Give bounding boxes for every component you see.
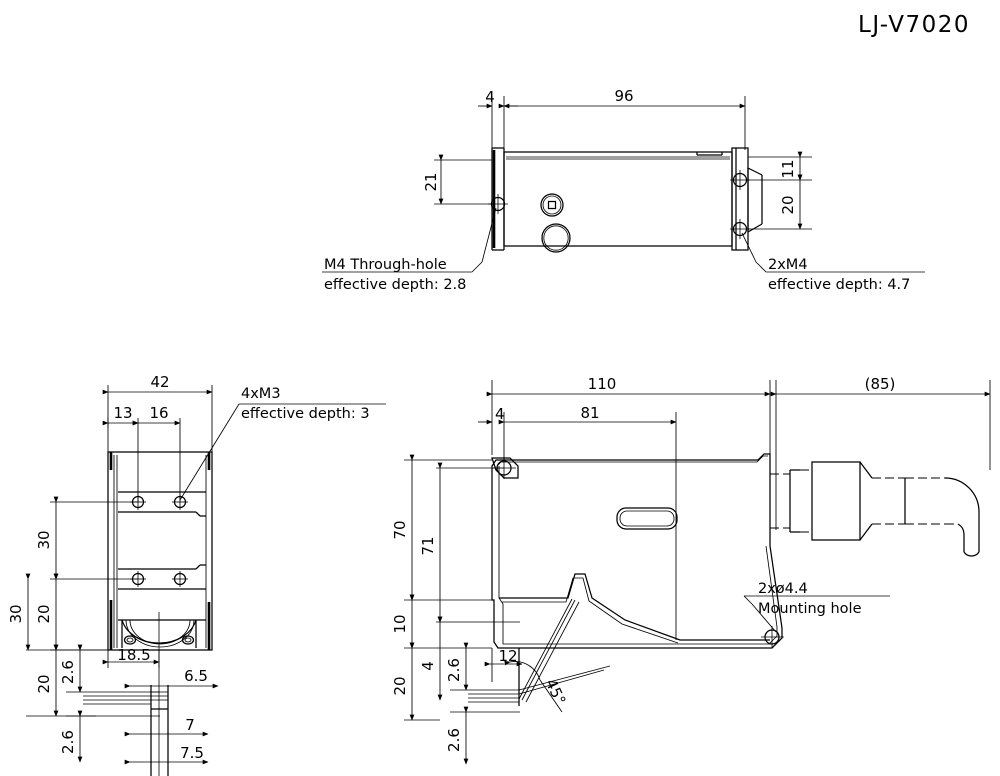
front-dim-42: 42 <box>150 373 169 391</box>
side-dim-26-a: 2.6 <box>445 658 463 682</box>
top-view-group: 4 96 <box>322 87 925 293</box>
front-dim-30-left: 30 <box>7 604 25 623</box>
front-dim-75: 7.5 <box>180 744 204 762</box>
side-dim-85: (85) <box>865 375 896 393</box>
front-dim-185: 18.5 <box>117 646 150 664</box>
side-dim-110: 110 <box>588 375 617 393</box>
side-dim-4-top: 4 <box>495 405 505 423</box>
front-dim-26-b: 2.6 <box>59 730 77 754</box>
front-dim-20-lower: 20 <box>35 604 53 623</box>
side-dim-20: 20 <box>391 676 409 695</box>
front-dim-20-below: 20 <box>35 674 53 693</box>
side-dim-26-b: 2.6 <box>445 728 463 752</box>
top-dim-21: 21 <box>422 172 440 191</box>
top-note-right-line2: effective depth: 4.7 <box>768 277 910 293</box>
front-view-group: 42 13 16 <box>7 373 386 776</box>
drawing-title: LJ-V7020 <box>858 12 970 38</box>
side-dim-81: 81 <box>580 404 599 422</box>
side-note-line2: Mounting hole <box>758 601 862 617</box>
side-note-line1: 2xø4.4 <box>758 581 808 597</box>
front-dim-65: 6.5 <box>184 667 208 685</box>
front-note-line1: 4xM3 <box>241 386 281 402</box>
top-note-left-line1: M4 Through-hole <box>324 257 447 273</box>
top-dim-11: 11 <box>779 159 797 178</box>
front-dim-26-a: 2.6 <box>59 660 77 684</box>
side-dim-12: 12 <box>498 647 517 665</box>
top-dim-4: 4 <box>485 88 495 106</box>
front-dim-30-upper: 30 <box>35 530 53 549</box>
top-note-left-line2: effective depth: 2.8 <box>324 277 466 293</box>
front-note-line2: effective depth: 3 <box>241 406 370 422</box>
front-dim-7: 7 <box>185 716 195 734</box>
side-dim-10: 10 <box>391 614 409 633</box>
top-note-right-line1: 2xM4 <box>768 257 808 273</box>
side-dim-70: 70 <box>391 520 409 539</box>
side-view-group: 110 (85) 4 81 <box>391 375 991 765</box>
top-dim-20: 20 <box>779 195 797 214</box>
front-dim-13: 13 <box>113 404 132 422</box>
top-dim-96: 96 <box>614 87 633 105</box>
front-dim-16: 16 <box>149 404 168 422</box>
side-dim-71: 71 <box>419 536 437 555</box>
side-dim-4-left: 4 <box>419 661 437 671</box>
